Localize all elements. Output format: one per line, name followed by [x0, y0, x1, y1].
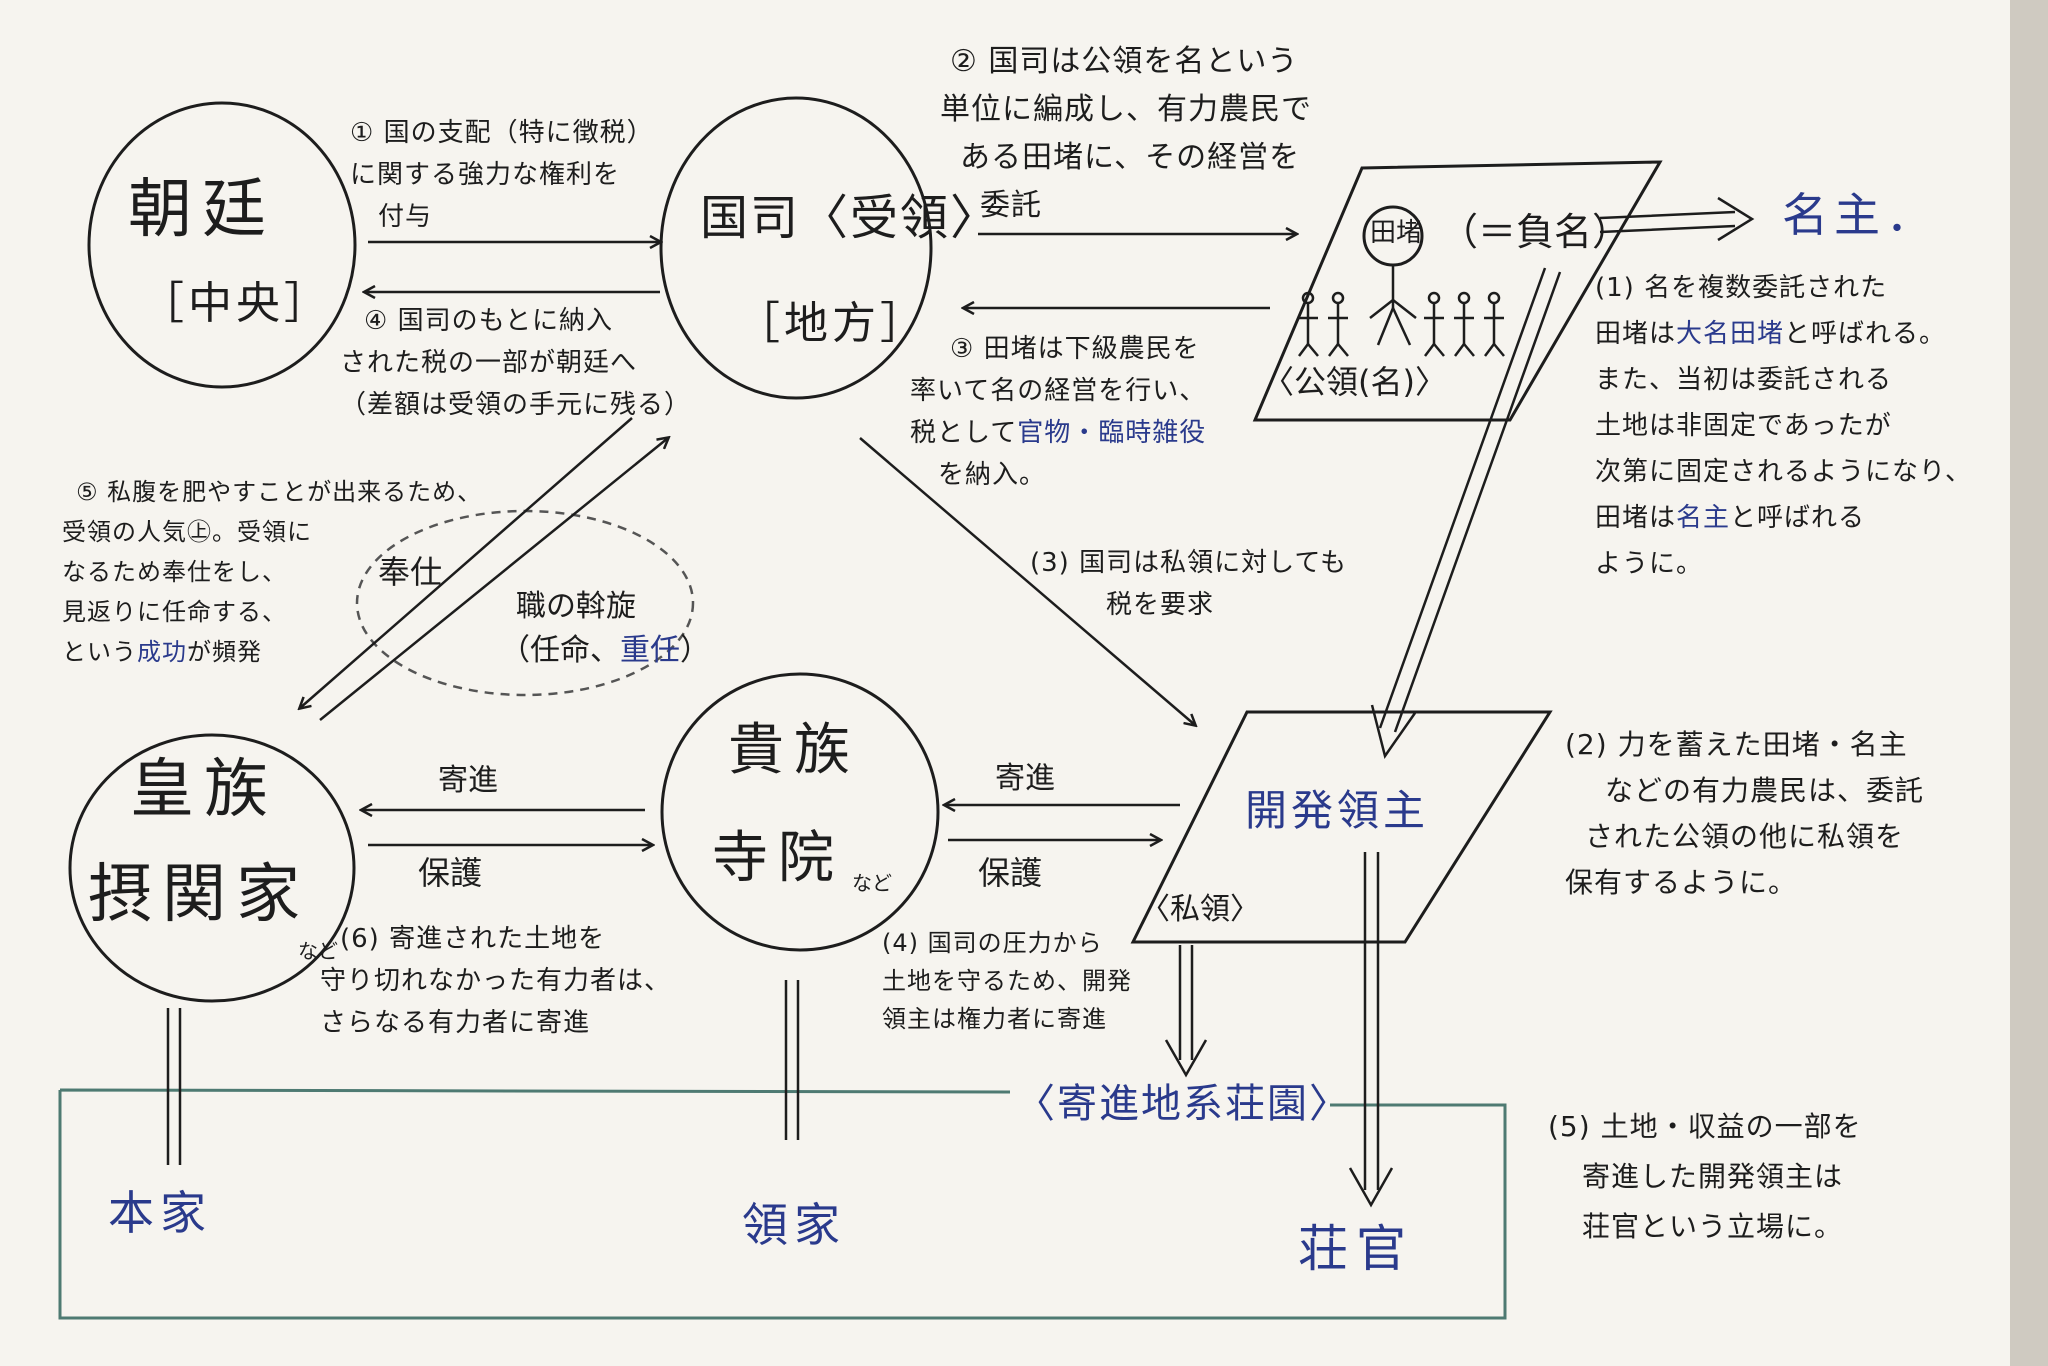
chotei-circle [87, 101, 357, 389]
shiryo-label: 〈私領〉 [1140, 892, 1260, 927]
double-arrow-to-kaihatsu [1378, 267, 1562, 733]
note-k3: (3) 国司は私領に対しても税を要求 [1030, 548, 1348, 620]
note-a4: ④ 国司のもとに納入された税の一部が朝廷へ（差額は受領の手元に残る） [340, 306, 692, 420]
kokushi-circle [659, 96, 933, 400]
shiki-label: 職の斡旋 （任命、重任） [500, 589, 710, 668]
arrow-koozoku-to-kokushi-up [319, 438, 668, 721]
shokan-label: 荘官 [1298, 1220, 1414, 1278]
note-a5: ⑤ 私腹を肥やすことが出来るため、 受領の人気㊤。受領に なるため奉仕をし、 見… [62, 478, 483, 666]
myoshu-label: 名主． [1782, 188, 1938, 242]
tato-fumyo-label: （＝負名） [1440, 210, 1631, 254]
chotei-label: 朝廷 [128, 173, 276, 247]
shoen-box [58, 1088, 1507, 1320]
hoshi-label: 奉仕 [378, 553, 443, 591]
kouryo-label: 〈公領(名)〉 [1262, 363, 1447, 401]
note-a3: ③ 田堵は下級農民を 率いて名の経営を行い、 税として官物・臨時雑役 を納入。 [910, 334, 1207, 490]
koozoku-circle [68, 733, 356, 1003]
chotei-sub: ［中央］ [140, 278, 332, 329]
note-a2: ② 国司は公領を名という単位に編成し、有力農民である田堵に、その経営を委託 [940, 44, 1312, 223]
side-note-1: (1) 名を複数委託された 田堵は大名田堵と呼ばれる。 また、当初は委託される … [1595, 273, 1972, 579]
kokushi-label: 国司〈受領〉 [700, 190, 1001, 246]
note-k4: (4) 国司の圧力から土地を守るため、開発領主は権力者に寄進 [882, 929, 1132, 1033]
double-arrow-shiryo-to-shoen [1178, 945, 1194, 1060]
shiryo-parallelogram [1130, 710, 1553, 944]
arrow-kokushi-to-kaihatsu [859, 437, 1195, 725]
double-arrow-to-myoshu [1599, 210, 1736, 234]
side-note-5: (5) 土地・収益の一部を寄進した開発領主は荘官という立場に。 [1548, 1110, 1862, 1243]
farmers-figures [1298, 266, 1505, 357]
arrow-kokushi-to-koozoku-down [300, 417, 633, 708]
shoen-label: 〈寄進地系荘園〉 [1015, 1081, 1351, 1127]
koozoku-suffix: など [298, 939, 338, 963]
hogo-label-left: 保護 [418, 854, 483, 892]
double-arrow-kaihatsu-to-shokan [1363, 852, 1380, 1190]
kizoku-line2: 寺院 [712, 826, 844, 891]
hogo-label-right: 保護 [978, 854, 1043, 892]
kizoku-line1: 貴族 [728, 718, 860, 783]
line-koozoku-to-honke [166, 1008, 182, 1165]
kaihatsu-label: 開発領主 [1245, 786, 1430, 835]
note-k6: (6) 寄進された土地を守り切れなかった有力者は、さらなる有力者に寄進 [320, 924, 672, 1038]
page-edge [2010, 0, 2048, 1366]
kokushi-sub: ［地方］ [736, 298, 928, 349]
honke-label: 本家 [108, 1186, 212, 1240]
kizoku-suffix: など [852, 871, 892, 895]
note-a1: ① 国の支配（特に徴税）に関する強力な権利を付与 [350, 118, 654, 232]
side-note-2: (2) 力を蓄えた田堵・名主などの有力農民は、委託された公領の他に私領を保有する… [1565, 728, 1925, 899]
kishin-label-left: 寄進 [438, 763, 498, 798]
kishin-label-right: 寄進 [995, 761, 1055, 796]
kizoku-circle [660, 672, 940, 952]
tato-circle [1362, 205, 1424, 267]
koozoku-line2: 摂関家 [88, 858, 310, 932]
tato-circle-label: 田堵 [1370, 218, 1423, 248]
ryoke-label: 領家 [742, 1198, 846, 1252]
kouryo-parallelogram [1252, 160, 1663, 422]
line-kizoku-to-ryoke [784, 980, 800, 1140]
koozoku-line1: 皇族 [130, 753, 278, 827]
